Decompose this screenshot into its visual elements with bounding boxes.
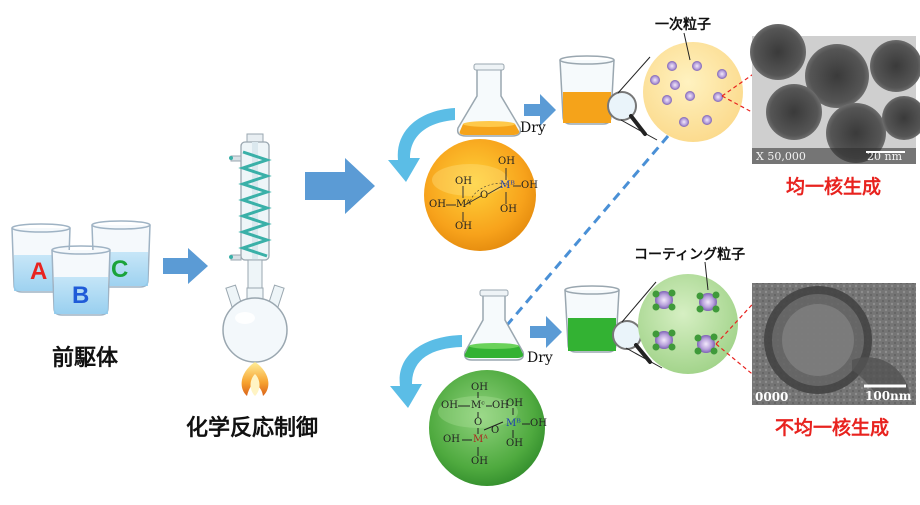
arrow-to-reaction: [305, 158, 375, 214]
mol-bottom-oh-1: OH: [471, 382, 488, 393]
coated-particle-4: [694, 333, 718, 355]
beaker-label-a: A: [30, 258, 48, 285]
mol-top-mb: Mᴮ: [500, 180, 515, 191]
dry-label-top: Dry: [520, 120, 546, 136]
tem-top-scale: 20 nm: [867, 150, 903, 163]
magnifier-icon-top: [607, 91, 647, 136]
chemical-control-label: 化学反応制御: [186, 416, 319, 441]
dry-beaker-bottom: [564, 285, 620, 353]
tem-bottom-scale: 100nm: [865, 389, 912, 403]
homogeneous-nucleation-label: 均一核生成: [786, 176, 882, 198]
coated-particle-2: [696, 291, 720, 313]
mol-bottom-o-2: O: [491, 425, 500, 436]
red-dash-top-1: [721, 67, 763, 97]
coating-particle-circle: [638, 274, 738, 374]
dry-beaker-top: [559, 55, 615, 125]
curved-arrow-top: [388, 108, 455, 182]
dry-label-bottom: Dry: [527, 350, 553, 366]
zoom-line-bottom-2: [625, 347, 663, 369]
precursor-label: 前駆体: [52, 346, 119, 371]
tem-top-magnification: X 50,000: [756, 150, 806, 163]
mol-bottom-ma: Mᴬ: [473, 434, 488, 445]
mol-bottom-mc: Mᶜ: [471, 400, 485, 411]
mol-bottom-o-1: O: [474, 417, 483, 428]
mol-bottom-oh-5: OH: [530, 418, 547, 429]
mol-top-oh-2: OH: [455, 176, 472, 187]
red-dash-bottom-2: [715, 343, 775, 393]
mol-top-o: O: [480, 190, 489, 201]
mol-bottom-oh-4: OH: [506, 398, 523, 409]
primary-particle-pointer: [683, 32, 691, 61]
zoom-line-top-2: [620, 119, 658, 141]
mol-bottom-oh-3: OH: [492, 400, 509, 411]
coated-particle-1: [652, 289, 676, 311]
zoom-line-bottom-1: [621, 281, 657, 323]
round-bottom-flask: [222, 284, 288, 363]
red-dash-bottom-1: [715, 295, 761, 345]
tem-image-bottom: [752, 283, 916, 405]
mol-top-ma: Mᴬ: [456, 199, 471, 210]
arrow-to-dry-bottom: [530, 316, 562, 348]
primary-particle-circle: [643, 42, 743, 142]
mol-bottom-mb: Mᴮ: [506, 418, 521, 429]
primary-particle-label: 一次粒子: [655, 17, 711, 33]
beaker-label-c: C: [111, 256, 129, 283]
mol-top-oh-3: OH: [521, 180, 538, 191]
reflux-condenser: [229, 133, 272, 289]
mol-top-oh-4: OH: [429, 199, 446, 210]
mol-bottom-oh-7: OH: [506, 438, 523, 449]
arrow-to-dry-top: [524, 94, 556, 126]
coated-particle-3: [652, 329, 676, 351]
beaker-b: [51, 245, 111, 316]
coating-particle-label: コーティング粒子: [634, 247, 746, 263]
mol-bottom-oh-6: OH: [443, 434, 460, 445]
erlenmeyer-flask-bottom: [463, 289, 525, 361]
mol-top-oh-5: OH: [455, 221, 472, 232]
tem-image-top: [750, 24, 920, 164]
mol-bottom-oh-8: OH: [471, 456, 488, 467]
curved-arrow-bottom: [390, 335, 462, 408]
molecule-circle-bottom: [429, 370, 545, 486]
heterogeneous-nucleation-label: 不均一核生成: [775, 417, 890, 439]
mol-top-oh-1: OH: [498, 156, 515, 167]
coating-particle-pointer: [704, 261, 709, 291]
tem-bottom-code: 0000: [755, 390, 789, 404]
flame-icon: [241, 362, 269, 396]
zoom-line-top-1: [617, 56, 651, 94]
beaker-label-b: B: [72, 282, 90, 309]
mol-top-oh-6: OH: [500, 204, 517, 215]
arrow-to-reactor: [163, 248, 208, 284]
erlenmeyer-flask-top: [456, 63, 522, 137]
mol-bottom-oh-2: OH: [441, 400, 458, 411]
molecule-circle-top: [424, 139, 536, 251]
